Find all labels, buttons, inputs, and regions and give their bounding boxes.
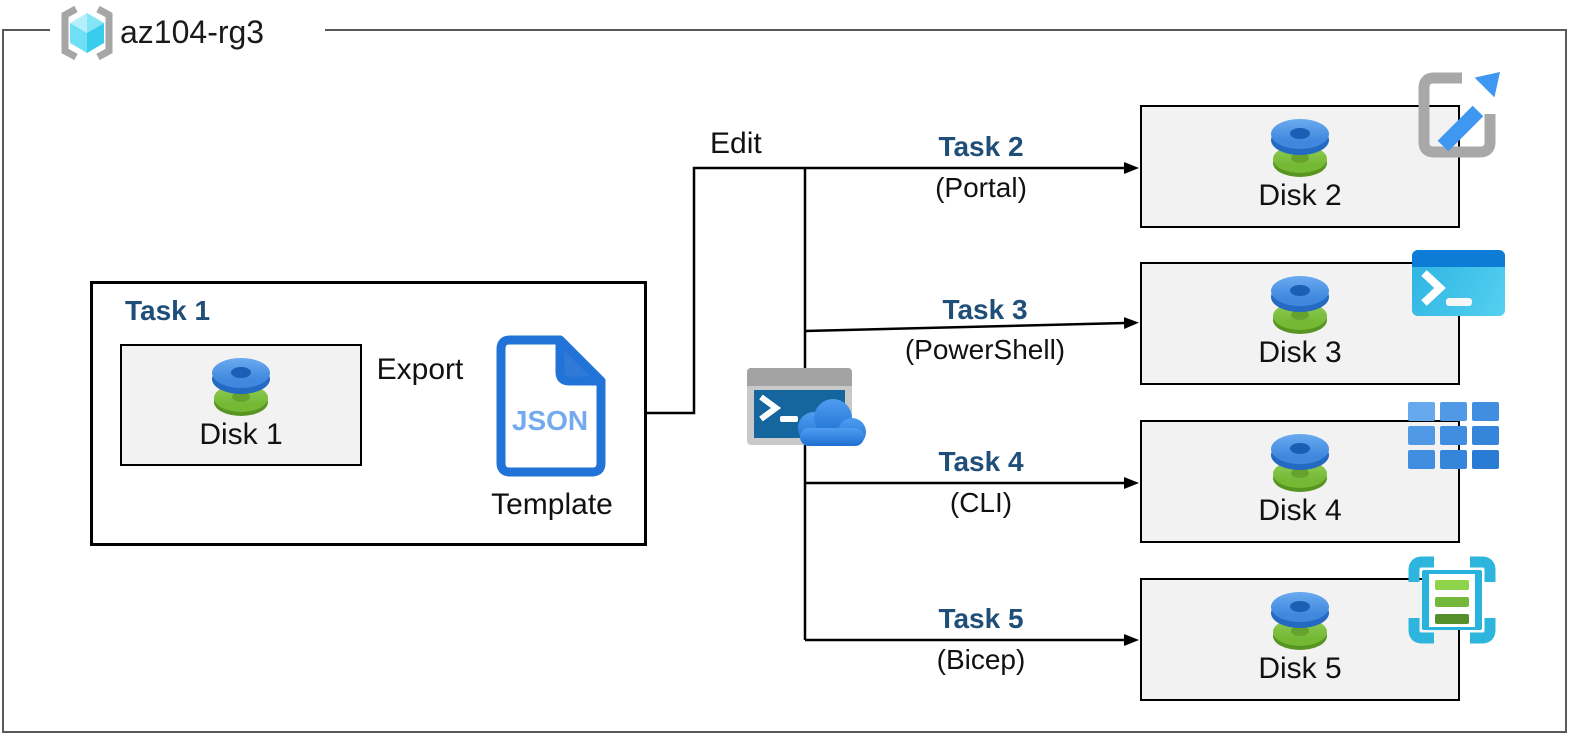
task3-method: (PowerShell) xyxy=(904,334,1066,365)
portal-arrow-icon xyxy=(1418,72,1500,158)
task3-arrow xyxy=(804,317,1139,333)
managed-disk-icon xyxy=(1271,592,1329,650)
task5-method: (Bicep) xyxy=(936,644,1026,675)
export-label: Export xyxy=(376,353,464,386)
disk3-label: Disk 3 xyxy=(1258,336,1342,369)
disk5-box: Disk 5 xyxy=(1140,578,1460,701)
resource-group-title: az104-rg3 xyxy=(120,13,265,50)
json-template-icon: JSON xyxy=(496,335,606,477)
task1-label: Task 1 xyxy=(125,295,211,326)
task2-method: (Portal) xyxy=(935,172,1027,203)
edit-task2-arrow xyxy=(647,162,1139,415)
task2-name: Task 2 xyxy=(938,131,1024,162)
task5-name: Task 5 xyxy=(938,603,1024,634)
task3-name: Task 3 xyxy=(942,294,1028,325)
managed-disk-icon xyxy=(212,358,270,416)
disk1-box: Disk 1 xyxy=(120,344,362,466)
edit-label: Edit xyxy=(710,127,762,160)
disk2-box: Disk 2 xyxy=(1140,105,1460,228)
managed-disk-icon xyxy=(1271,434,1329,492)
bicep-template-icon xyxy=(1408,556,1496,644)
managed-disk-icon xyxy=(1271,119,1329,177)
disk3-box: Disk 3 xyxy=(1140,262,1460,385)
cloud-icon xyxy=(798,399,866,446)
disk2-label: Disk 2 xyxy=(1258,179,1342,212)
disk1-label: Disk 1 xyxy=(199,418,283,451)
disk4-box: Disk 4 xyxy=(1140,420,1460,543)
disk4-label: Disk 4 xyxy=(1258,494,1342,527)
cloud-shell-icon xyxy=(747,368,869,450)
task4-name: Task 4 xyxy=(938,446,1024,477)
resource-group-icon xyxy=(50,3,124,63)
template-label: Template xyxy=(491,488,613,521)
disk5-label: Disk 5 xyxy=(1258,652,1342,685)
managed-disk-icon xyxy=(1271,276,1329,334)
json-doc-text: JSON xyxy=(512,405,588,436)
task4-method: (CLI) xyxy=(949,487,1013,518)
cli-grid-icon xyxy=(1408,402,1499,469)
resource-group-frame xyxy=(2,29,1567,733)
powershell-icon xyxy=(1412,250,1505,316)
